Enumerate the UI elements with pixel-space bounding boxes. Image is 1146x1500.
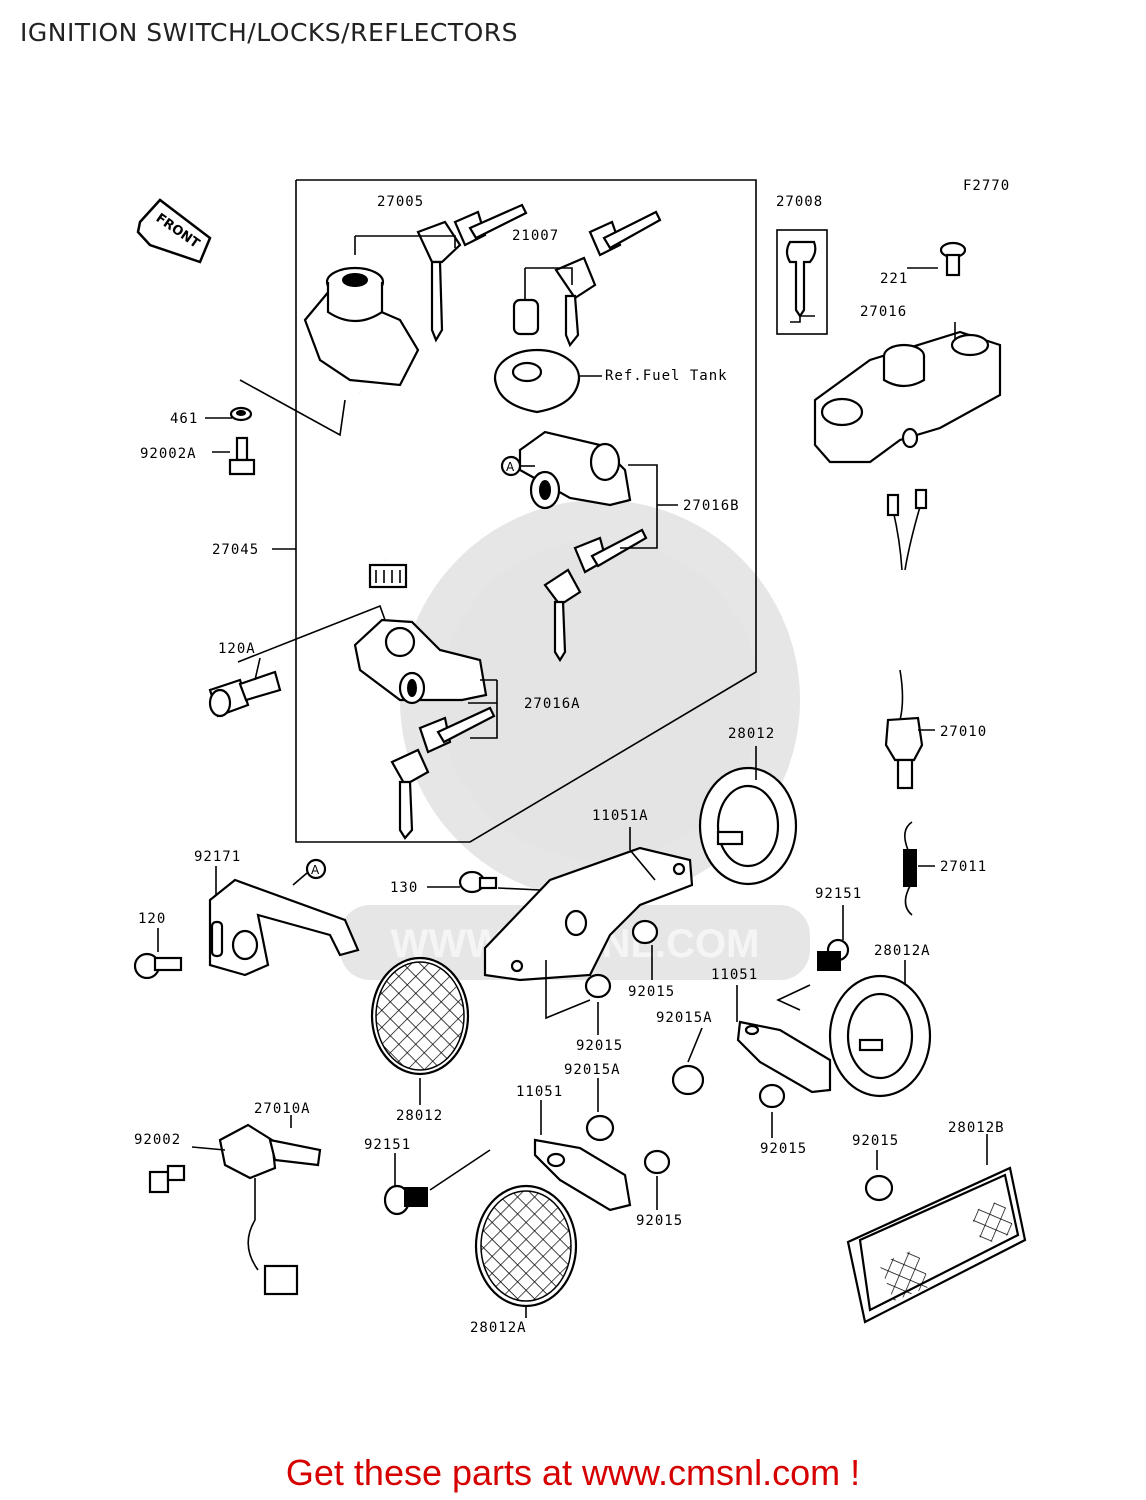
part-label: 28012 bbox=[728, 726, 775, 742]
part-label: 27010A bbox=[254, 1101, 311, 1117]
nut-92015-c-icon bbox=[758, 1083, 786, 1109]
part-label: 92015 bbox=[760, 1141, 807, 1157]
bracket-11051-bottom-icon bbox=[533, 1138, 632, 1212]
part-label: 92002 bbox=[134, 1132, 181, 1148]
ignition-switch bbox=[303, 266, 420, 589]
part-label: 120A bbox=[218, 641, 256, 657]
part-label: 11051 bbox=[516, 1084, 563, 1100]
callout-a-marker-top: A bbox=[500, 455, 522, 477]
callout-a-text-bottom: A bbox=[311, 863, 320, 877]
bracket-27016-icon bbox=[813, 330, 1002, 464]
bracket-11051-right-icon bbox=[736, 1020, 832, 1094]
part-label: 28012A bbox=[874, 943, 931, 959]
part-label: 27010 bbox=[940, 724, 987, 740]
bolt-120A-icon bbox=[208, 670, 282, 718]
callout-a-text-top: A bbox=[506, 460, 515, 474]
part-label: 92015 bbox=[628, 984, 675, 1000]
part-label: 11051 bbox=[711, 967, 758, 983]
part-label: 92015 bbox=[576, 1038, 623, 1054]
part-label: 92171 bbox=[194, 849, 241, 865]
part-label: 27016A bbox=[524, 696, 581, 712]
key-set-27005-icon bbox=[416, 203, 528, 343]
nut-92015A-b-icon bbox=[585, 1114, 615, 1142]
fuel-cap-keys-21007-icon bbox=[493, 210, 662, 414]
part-label: 27005 bbox=[377, 194, 424, 210]
bolt-120-icon bbox=[133, 952, 183, 980]
nut-92015-e-icon bbox=[864, 1174, 894, 1202]
reflector-28012A-right-icon bbox=[828, 974, 932, 1098]
part-label: 27016 bbox=[860, 304, 907, 320]
part-label: 92151 bbox=[364, 1137, 411, 1153]
ref-note: Ref.Fuel Tank bbox=[605, 368, 728, 384]
reflector-28012B-icon bbox=[846, 1166, 1027, 1324]
part-label: 120 bbox=[138, 911, 166, 927]
part-label: 27011 bbox=[940, 859, 987, 875]
part-label: 92015A bbox=[656, 1010, 713, 1026]
callout-a-marker-bottom: A bbox=[305, 858, 327, 880]
part-label: 92015A bbox=[564, 1062, 621, 1078]
part-label: 21007 bbox=[512, 228, 559, 244]
figure-code: F2770 bbox=[963, 178, 1010, 194]
part-label: 27045 bbox=[212, 542, 259, 558]
screw-92151-right-icon bbox=[817, 938, 850, 971]
bracket-92171-icon bbox=[208, 878, 360, 977]
reflector-28012-left-icon bbox=[370, 956, 470, 1076]
part-label: 92015 bbox=[636, 1213, 683, 1229]
switch-27010A-icon bbox=[148, 1123, 322, 1296]
part-label: 28012 bbox=[396, 1108, 443, 1124]
nut-92015-a-icon bbox=[631, 919, 659, 945]
spring-27011-icon bbox=[903, 821, 917, 916]
part-label: 28012A bbox=[470, 1320, 527, 1336]
reflector-28012A-bottom-icon bbox=[474, 1184, 578, 1308]
front-arrow-icon: FRONT bbox=[136, 198, 212, 264]
switch-27010-icon bbox=[884, 488, 928, 790]
washer-461-icon bbox=[229, 406, 253, 422]
seat-lock-27016A-icon bbox=[353, 618, 496, 840]
leader-lines bbox=[157, 235, 988, 1318]
page-title: IGNITION SWITCH/LOCKS/REFLECTORS bbox=[20, 18, 519, 47]
part-label: 92151 bbox=[815, 886, 862, 902]
key-27008-icon bbox=[776, 229, 828, 335]
reflector-28012-top-icon bbox=[698, 766, 798, 886]
part-label: 92015 bbox=[852, 1133, 899, 1149]
part-label: 11051A bbox=[592, 808, 649, 824]
nut-92015A-a-icon bbox=[671, 1064, 705, 1096]
bolt-92002A-icon bbox=[228, 436, 256, 476]
footer-promo-link[interactable]: Get these parts at www.cmsnl.com ! bbox=[285, 1452, 861, 1493]
ignition-group-frame bbox=[295, 179, 757, 843]
nut-92015-d-icon bbox=[643, 1149, 671, 1175]
fuel-lock-27016B-icon bbox=[518, 430, 648, 663]
part-labels: 27005 21007 27008 221 27016 Ref.Fuel Tan… bbox=[134, 194, 1005, 1336]
nut-92015-b-icon bbox=[584, 973, 612, 999]
part-label: 461 bbox=[170, 411, 198, 427]
screw-92151-left-icon bbox=[383, 1184, 428, 1216]
part-label: 28012B bbox=[948, 1120, 1005, 1136]
screw-221-icon bbox=[939, 241, 967, 277]
part-label: 221 bbox=[880, 271, 908, 287]
part-label: 92002A bbox=[140, 446, 197, 462]
bracket-11051A-icon bbox=[483, 846, 694, 982]
part-label: 27016B bbox=[683, 498, 740, 514]
bolt-130-icon bbox=[458, 870, 498, 894]
part-label: 27008 bbox=[776, 194, 823, 210]
part-label: 130 bbox=[390, 880, 418, 896]
